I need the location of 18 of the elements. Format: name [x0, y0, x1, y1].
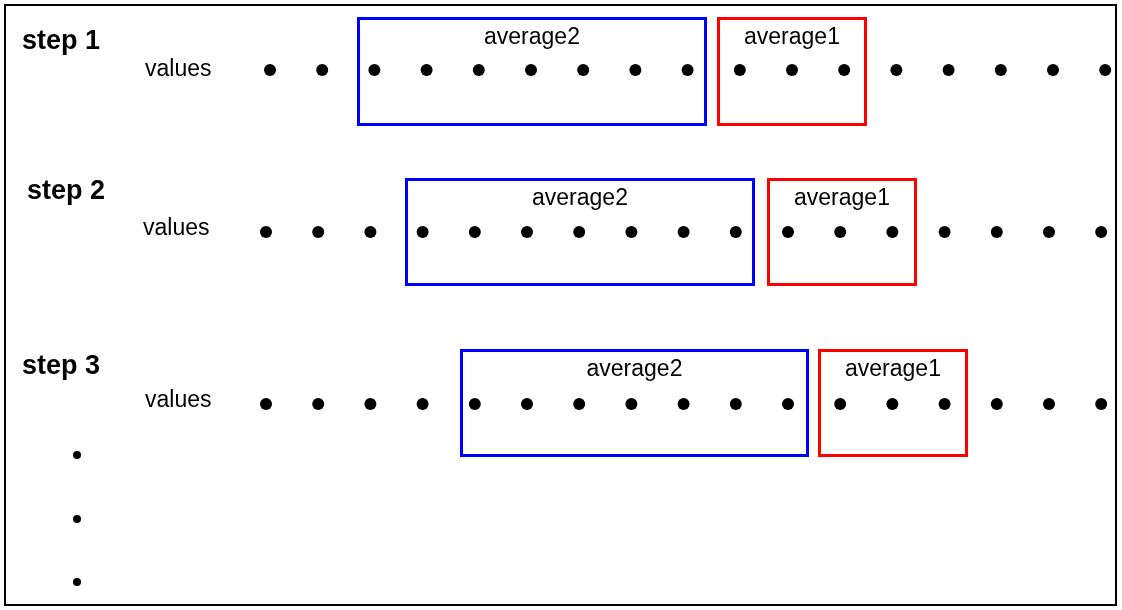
box-label: average1 [844, 355, 942, 382]
window-box [818, 349, 968, 457]
step-label: step 3 [22, 350, 101, 381]
box-label: average1 [793, 184, 891, 211]
step-label: step 1 [22, 25, 101, 56]
step-label: step 2 [27, 175, 106, 206]
window-box [357, 17, 707, 126]
row-label: values [143, 214, 210, 241]
box-label: average2 [531, 184, 629, 211]
box-label: average2 [585, 355, 684, 382]
window-box [405, 178, 755, 286]
box-label: average2 [483, 23, 581, 50]
window-box [717, 17, 867, 126]
box-label: average1 [743, 23, 841, 50]
window-box [767, 178, 917, 286]
window-box [460, 349, 809, 457]
row-label: values [145, 55, 212, 82]
row-label: values [145, 386, 212, 413]
